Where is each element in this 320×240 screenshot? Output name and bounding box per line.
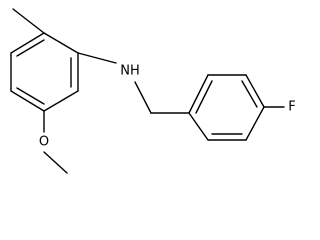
- ring-a-bond-3: [43, 90, 79, 112]
- ring-a-bond-1: [43, 32, 79, 54]
- ether-oxygen-label: O: [39, 135, 49, 150]
- ring-a-bond-6-inner: [16, 39, 45, 57]
- oxygen-methyl-bond: [43, 151, 68, 174]
- ring-a-bond-4-inner: [16, 87, 45, 105]
- ring-b-bond-6-inner: [195, 80, 213, 114]
- ring-a-bond-6: [10, 32, 45, 54]
- nitrogen-ch2-bond: [134, 81, 152, 114]
- ring-a-bond-4: [10, 90, 45, 112]
- ring-b-bond-4-inner: [241, 80, 258, 108]
- ring-b-bond-3: [245, 106, 265, 141]
- left-benzene-ring: [10, 32, 79, 112]
- ring-b-bond-4: [245, 74, 265, 108]
- ring-b-bond-1: [188, 112, 209, 141]
- methyl-bond: [12, 8, 45, 34]
- fluorine-label: F: [288, 100, 295, 115]
- aryl-nitrogen-bond: [77, 52, 117, 64]
- right-benzene-ring: [188, 74, 265, 141]
- chemical-structure: O NH F: [10, 8, 296, 174]
- amine-nh-label: NH: [120, 64, 140, 79]
- ring-b-bond-6: [188, 74, 209, 114]
